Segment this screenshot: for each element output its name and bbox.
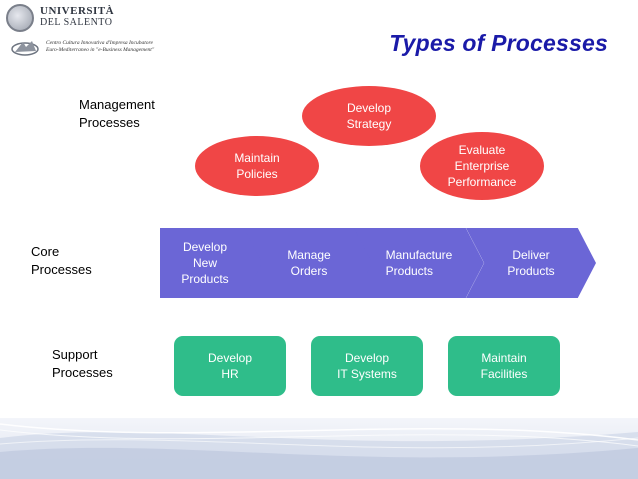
support-box-develop-hr: Develop HR [174, 336, 286, 396]
logo-line-1: UNIVERSITÀ [40, 5, 115, 17]
page-title: Types of Processes [389, 30, 608, 56]
management-oval-evaluate-performance: Evaluate Enterprise Performance [420, 132, 544, 200]
management-oval-develop-strategy: Develop Strategy [302, 86, 436, 146]
footer-decoration [0, 418, 638, 479]
wave-decoration-icon [0, 423, 638, 479]
logo-center-text: Centro Cultura Innovativa d'Impresa Incu… [46, 40, 155, 53]
support-box-develop-it-systems: Develop IT Systems [311, 336, 423, 396]
center-logo-icon [11, 41, 39, 56]
step-label: Manufacture Products [385, 248, 453, 278]
step-label: Manage Orders [287, 248, 331, 278]
university-logo: UNIVERSITÀ DEL SALENTO Centro Cultura In… [4, 2, 154, 62]
logo-line-2: DEL SALENTO [40, 17, 113, 28]
support-box-maintain-facilities: Maintain Facilities [448, 336, 560, 396]
oval-label: Develop Strategy [346, 101, 392, 131]
oval-label: Evaluate Enterprise Performance [447, 143, 517, 189]
oval-label: Maintain Policies [234, 151, 280, 181]
core-label: Core Processes [31, 244, 92, 277]
core-step-deliver-products: Deliver Products [466, 228, 596, 298]
management-label: Management Processes [79, 97, 155, 130]
core-step-manage-orders: Manage Orders [244, 228, 374, 298]
core-step-develop-new-products: Develop New Products [160, 228, 264, 298]
support-label: Support Processes [52, 347, 113, 380]
support-label-text: Maintain Facilities [480, 351, 528, 381]
management-oval-maintain-policies: Maintain Policies [195, 136, 319, 196]
seal-icon [6, 4, 34, 32]
step-label: Deliver Products [507, 248, 555, 278]
support-label-text: Develop IT Systems [337, 351, 397, 381]
support-label-text: Develop HR [207, 351, 253, 381]
step-label: Develop New Products [181, 240, 229, 286]
core-step-manufacture-products: Manufacture Products [354, 228, 484, 298]
